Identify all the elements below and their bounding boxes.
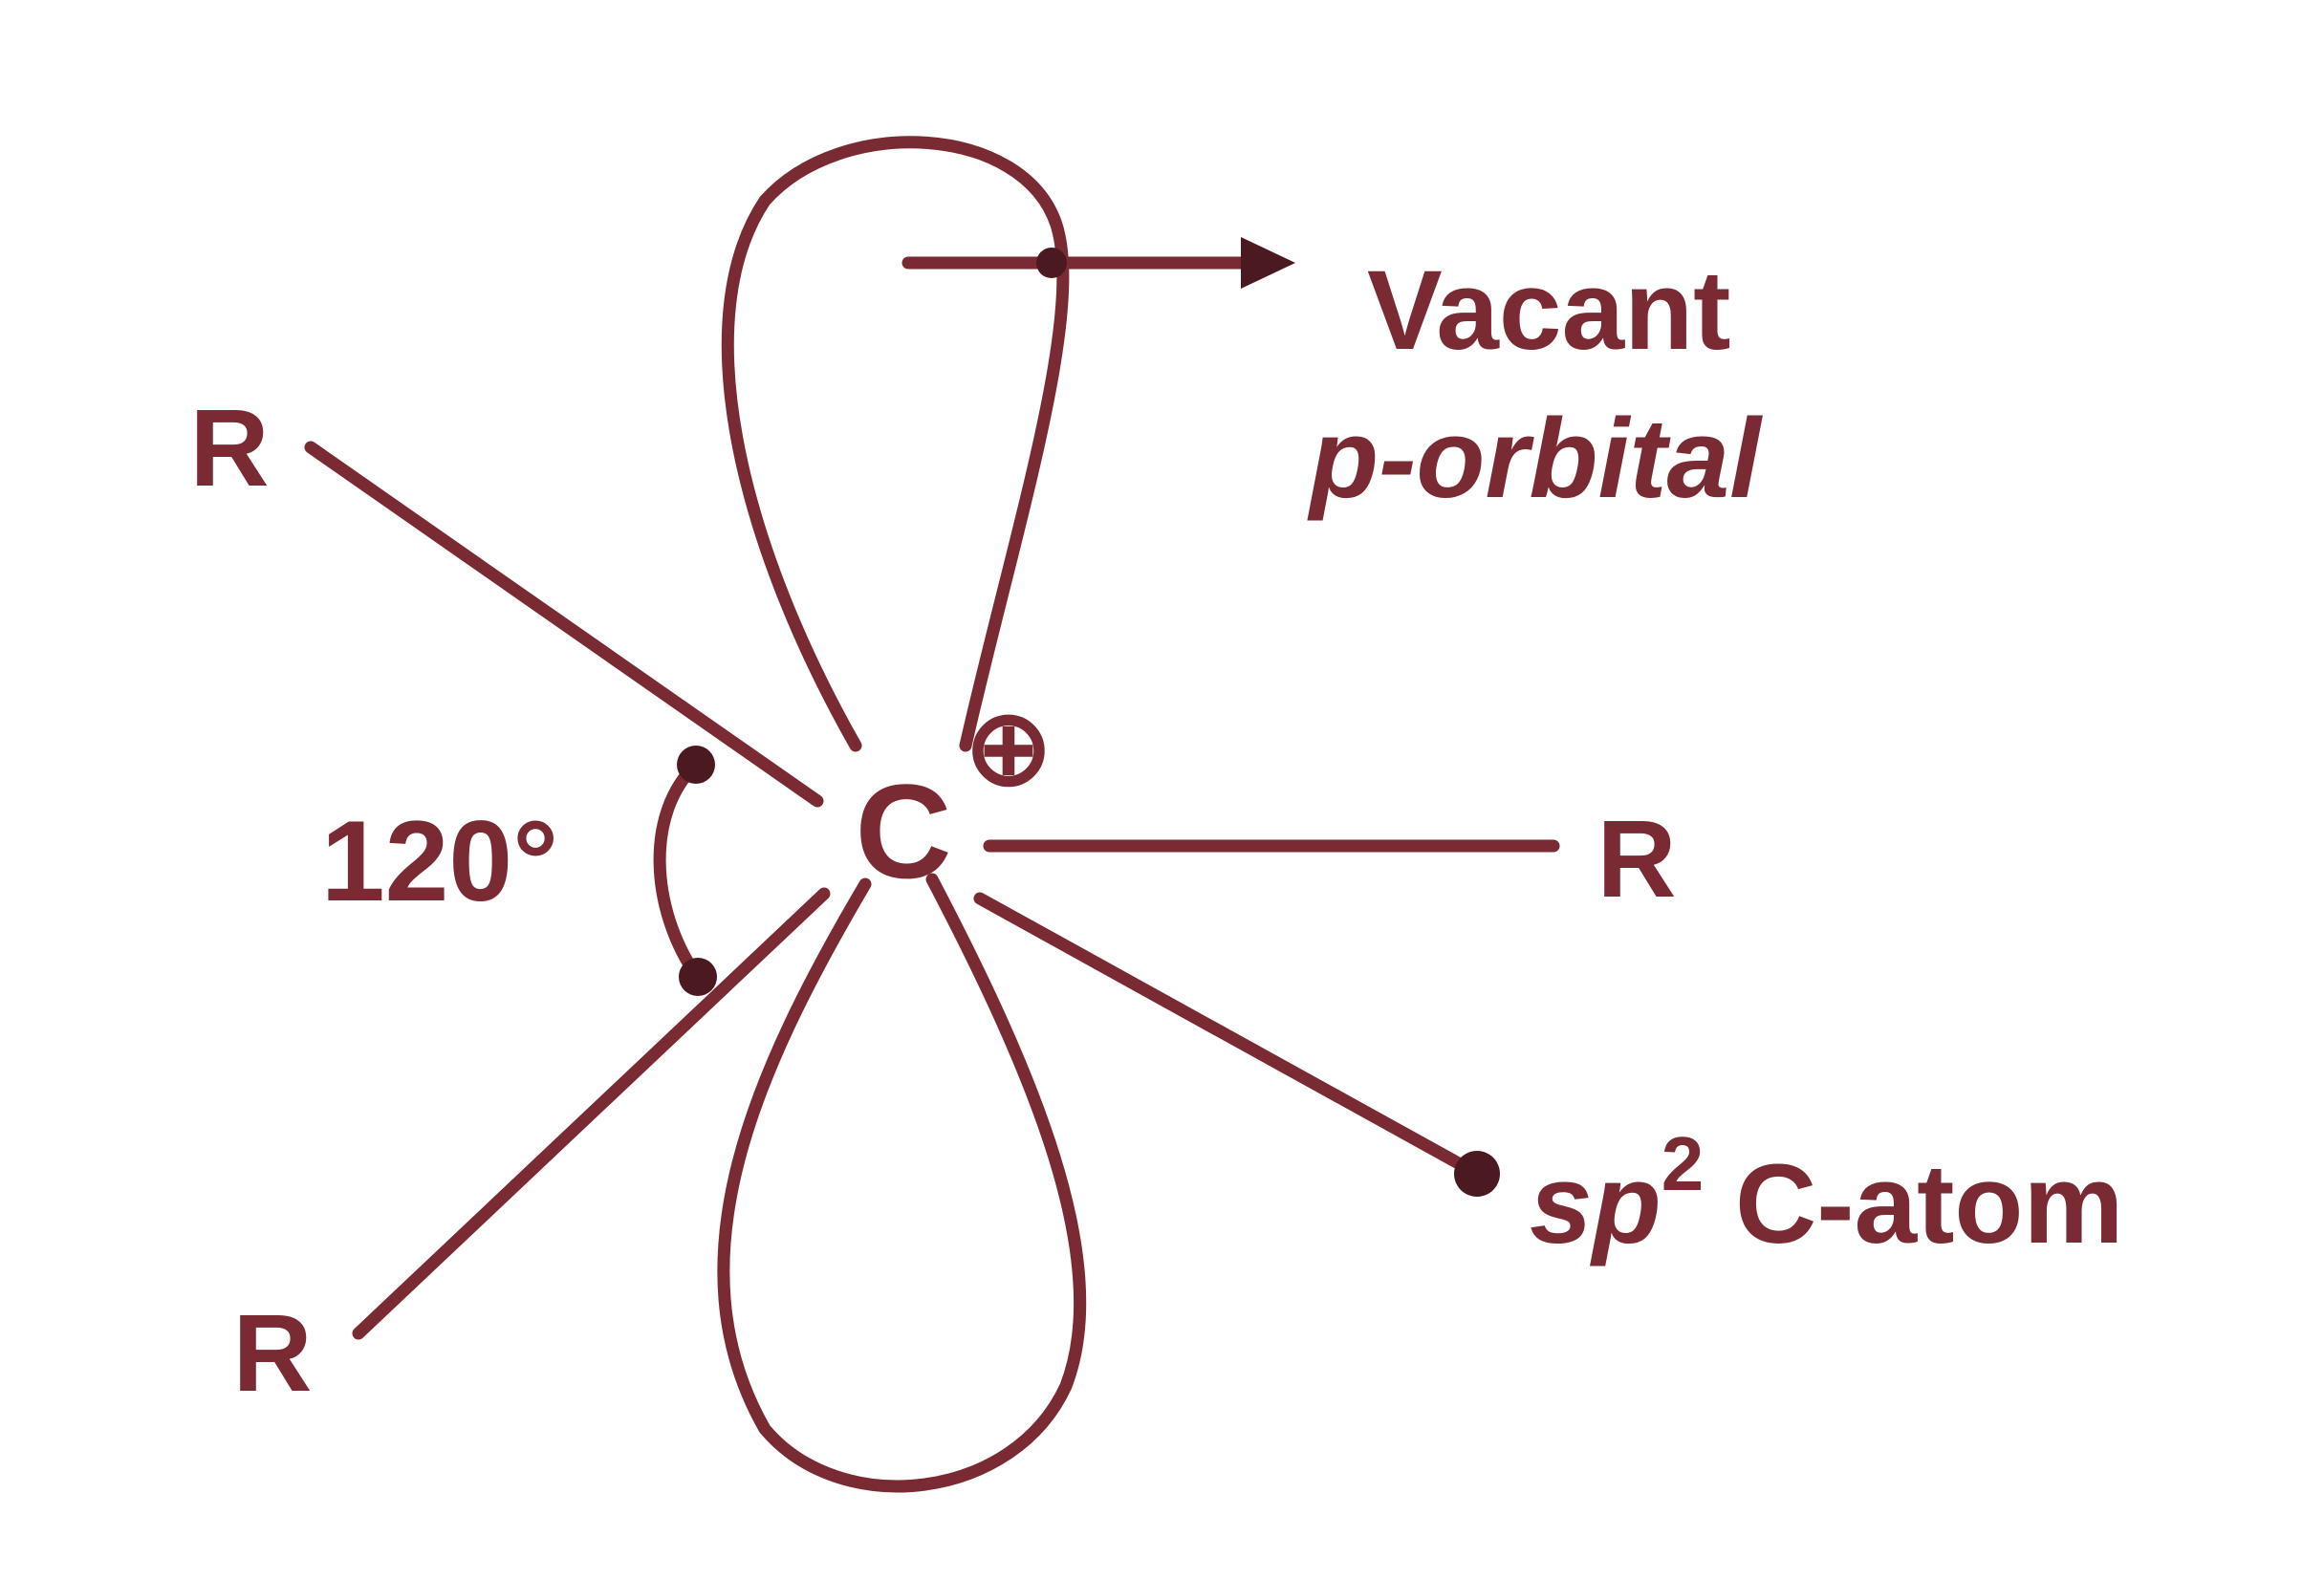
angle-dot-lower (679, 958, 717, 996)
hybrid-label-superscript: 2 (1662, 1121, 1705, 1206)
orbital-pointer-start-dot (1036, 248, 1067, 278)
bond-lower-right (973, 892, 1479, 1178)
substituent-label-lower-left: R (232, 1292, 312, 1415)
hybrid-pointer-dot (1454, 1151, 1500, 1197)
bond-upper-left (304, 441, 824, 808)
orbital-label-line2: p-orbital (1307, 396, 1763, 522)
positive-charge-symbol: ⊕ (965, 689, 1053, 807)
angle-arc (653, 758, 703, 982)
hybrid-label-prefix: sp (1530, 1141, 1662, 1267)
substituent-label-upper-left: R (189, 387, 269, 509)
bond-lower-left (352, 887, 831, 1340)
arrow-head-icon (1241, 237, 1295, 289)
hybrid-label: sp2 C-atom (1530, 1121, 2123, 1267)
central-carbon-label: C (855, 756, 951, 906)
hybrid-label-suffix: C-atom (1704, 1141, 2123, 1267)
angle-dot-upper (677, 746, 715, 784)
substituent-label-right: R (1596, 798, 1676, 920)
p-orbital-upper-lobe (721, 136, 1070, 752)
p-orbital-lower-lobe (717, 873, 1087, 1493)
orbital-label-line1: Vacant (1367, 248, 1730, 374)
bond-angle-label: 120° (321, 797, 558, 925)
